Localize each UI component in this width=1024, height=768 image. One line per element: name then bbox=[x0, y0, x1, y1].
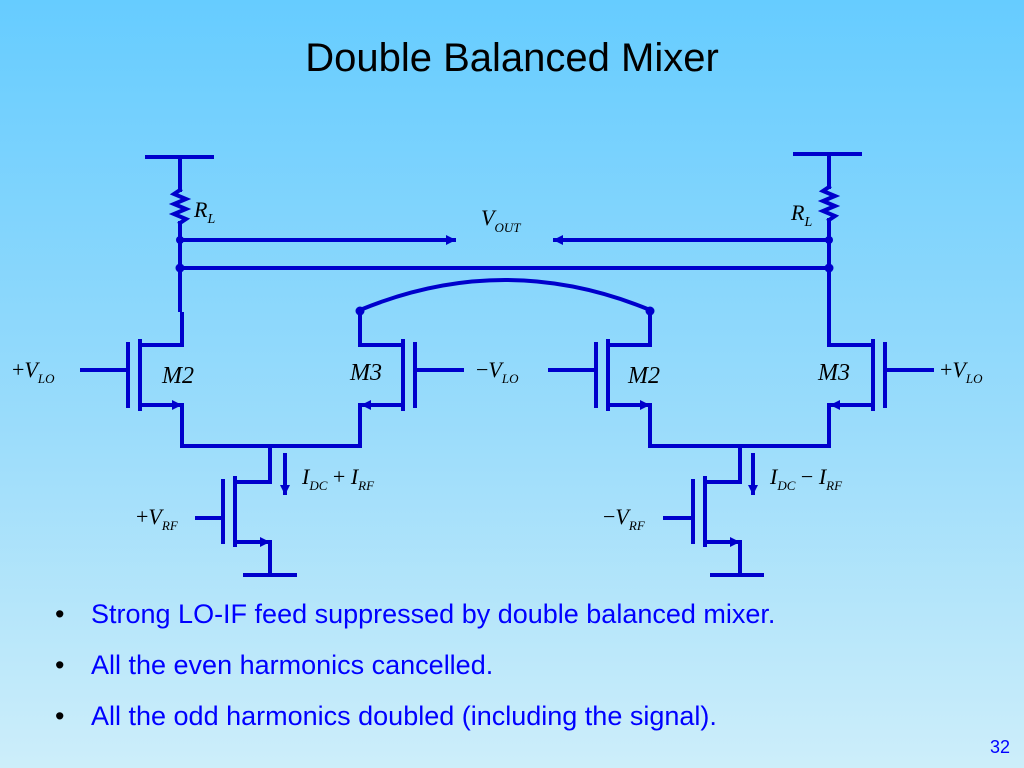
vrf-pos-label: +VRF bbox=[136, 504, 179, 533]
bullet-text: Strong LO-IF feed suppressed by double b… bbox=[91, 599, 776, 629]
junction-dot bbox=[355, 306, 365, 316]
m2-left-label: M2 bbox=[161, 363, 194, 389]
cross-coupling-wire bbox=[357, 278, 653, 313]
bullet-item: • All the even harmonics cancelled. bbox=[55, 647, 775, 698]
bullet-item: • All the odd harmonics doubled (includin… bbox=[55, 698, 775, 749]
vlo-neg-label: −VLO bbox=[476, 357, 519, 386]
m2-right-label: M2 bbox=[627, 363, 660, 389]
vrf-neg-label: −VRF bbox=[603, 504, 646, 533]
page-number: 32 bbox=[989, 737, 1010, 757]
junction-dot bbox=[645, 306, 655, 316]
junction-dot bbox=[824, 263, 834, 273]
rl-right-label: RL bbox=[790, 200, 812, 230]
junction-dot bbox=[825, 236, 833, 244]
slide-title: Double Balanced Mixer bbox=[305, 36, 719, 80]
rl-left-label: RL bbox=[193, 197, 215, 227]
vlo-pos-left-label: +VLO bbox=[12, 357, 55, 386]
vlo-pos-right-label: +VLO bbox=[940, 357, 983, 386]
bullet-item: • Strong LO-IF feed suppressed by double … bbox=[55, 596, 775, 647]
bullet-text: All the even harmonics cancelled. bbox=[91, 650, 494, 680]
junction-dot bbox=[175, 263, 185, 273]
bullet-text: All the odd harmonics doubled (including… bbox=[91, 701, 717, 731]
bullet-list: • Strong LO-IF feed suppressed by double … bbox=[55, 596, 775, 749]
idc-plus-irf-label: IDC + IRF bbox=[301, 464, 375, 493]
rl-left-resistor bbox=[168, 187, 192, 226]
bullet-glyph: • bbox=[55, 701, 65, 731]
m3-right-label: M3 bbox=[817, 360, 850, 386]
vout-label: VOUT bbox=[481, 205, 521, 235]
rl-right-resistor bbox=[817, 184, 841, 223]
bullet-glyph: • bbox=[55, 599, 65, 629]
junction-dot bbox=[176, 236, 184, 244]
idc-minus-irf-label: IDC − IRF bbox=[769, 464, 843, 493]
bullet-glyph: • bbox=[55, 650, 65, 680]
m3-left-label: M3 bbox=[349, 360, 382, 386]
